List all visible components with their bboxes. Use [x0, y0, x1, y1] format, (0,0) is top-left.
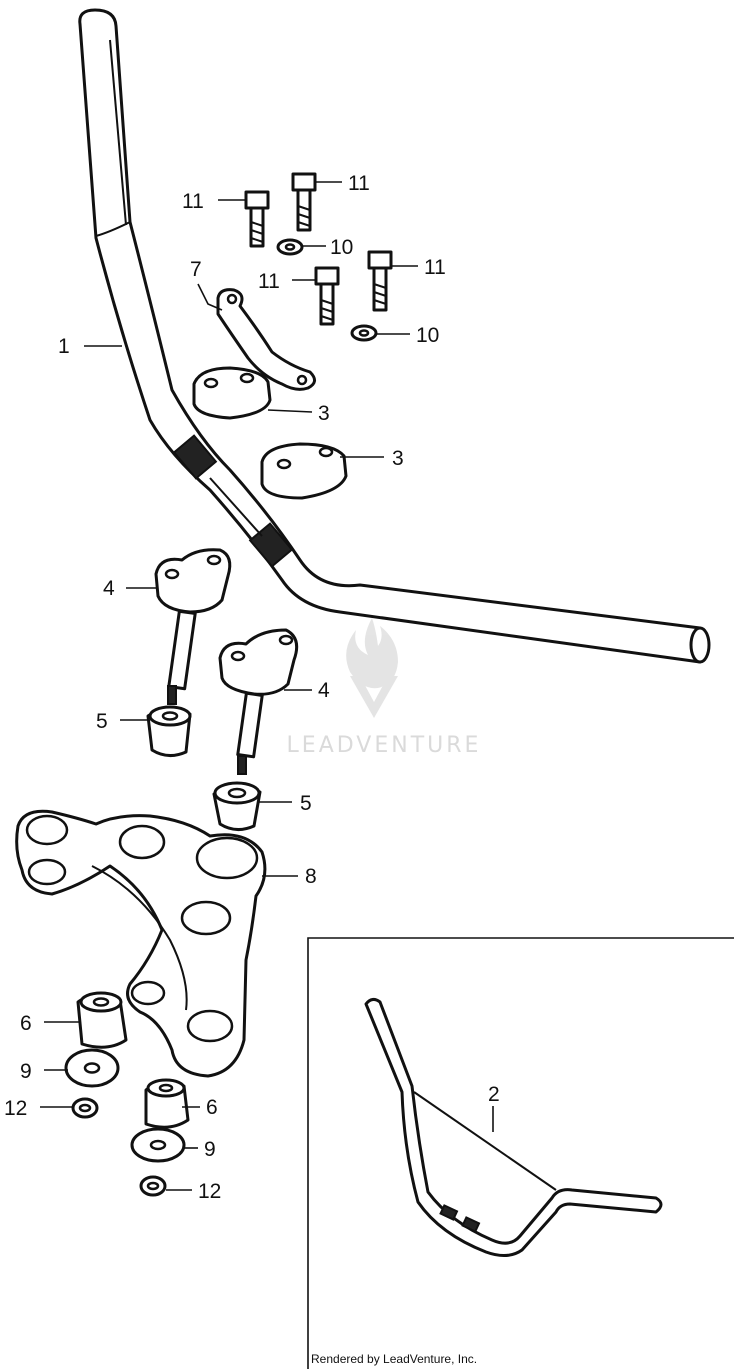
part-11-bolt-c: [314, 266, 340, 326]
callout-11-c: 11: [258, 270, 280, 293]
part-9-washer-b: [130, 1127, 186, 1163]
part-4-lower-holder-a: [154, 548, 232, 705]
part-11-bolt-b: [291, 172, 317, 232]
part-8-top-bridge: [15, 809, 267, 1078]
part-7-bracket: [216, 288, 316, 391]
callout-4-b: 4: [318, 679, 330, 702]
callout-11-a: 11: [182, 190, 204, 213]
part-11-bolt-d: [367, 250, 393, 312]
callout-2: 2: [488, 1083, 500, 1106]
callout-8: 8: [305, 865, 317, 888]
callout-9-a: 9: [20, 1060, 32, 1083]
callout-5-a: 5: [96, 710, 108, 733]
callout-7: 7: [190, 258, 202, 281]
leader-lines: [40, 181, 494, 1191]
part-10-washer-a: [276, 238, 304, 256]
v-logo-icon: [350, 676, 398, 718]
leadventure-watermark: LEADVENTURE: [287, 618, 482, 758]
part-3-upper-holder-b: [260, 442, 348, 500]
part-5-bushing-a: [146, 705, 192, 757]
part-12-nut-a: [71, 1097, 99, 1119]
rendered-by-credit: Rendered by LeadVenture, Inc.: [311, 1352, 477, 1366]
part-6-damper-a: [76, 991, 128, 1049]
part-11-bolt-a: [244, 190, 270, 248]
part-2-alternate-handlebar: [364, 997, 663, 1257]
callout-11-b: 11: [348, 172, 370, 195]
part-1-handlebar: [78, 8, 711, 664]
part-5-bushing-b: [212, 781, 262, 831]
callout-10-a: 10: [330, 236, 353, 259]
callout-6-a: 6: [20, 1012, 32, 1035]
inset-frame: [307, 937, 734, 1369]
callout-11-d: 11: [424, 256, 446, 279]
callout-1: 1: [58, 335, 70, 358]
part-3-upper-holder-a: [192, 366, 272, 420]
callout-3-a: 3: [318, 402, 330, 425]
part-6-damper-b: [144, 1078, 190, 1129]
flame-logo-icon: [346, 618, 398, 689]
callout-5-b: 5: [300, 792, 312, 815]
callout-9-b: 9: [204, 1138, 216, 1161]
knurl-left: [172, 434, 218, 480]
callout-3-b: 3: [392, 447, 404, 470]
part-10-washer-b: [350, 324, 378, 342]
callout-4-a: 4: [103, 577, 115, 600]
callout-12-b: 12: [198, 1180, 221, 1203]
part-9-washer-a: [64, 1048, 120, 1088]
watermark-text: LEADVENTURE: [287, 733, 482, 758]
callout-10-b: 10: [416, 324, 439, 347]
callout-12-a: 12: [4, 1097, 27, 1120]
callout-6-b: 6: [206, 1096, 218, 1119]
part-12-nut-b: [139, 1175, 167, 1197]
part-4-lower-holder-b: [218, 628, 299, 775]
